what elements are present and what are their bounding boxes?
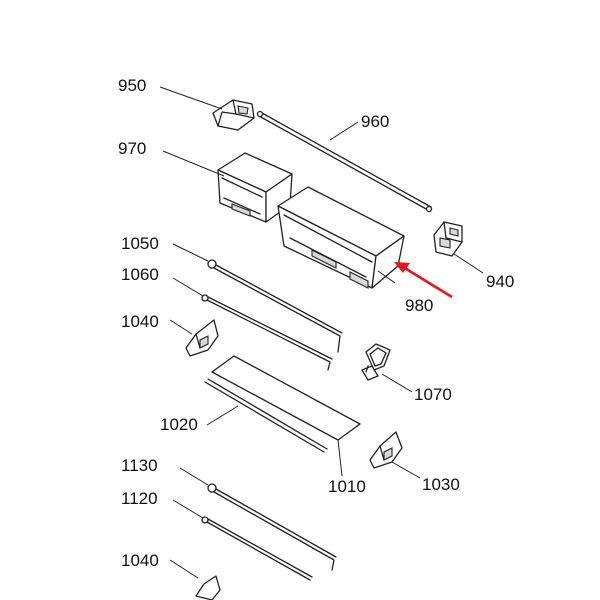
highlight-arrow-980 [394, 262, 453, 299]
leader-950 [159, 86, 223, 110]
part-1020-rod [204, 378, 328, 453]
label-1070: 1070 [414, 385, 452, 404]
leader-970 [162, 150, 225, 177]
leader-1060 [172, 277, 204, 297]
part-1120-wire [201, 516, 313, 581]
leader-1070 [381, 373, 413, 393]
part-1130-wire [207, 483, 337, 571]
label-980: 980 [405, 296, 433, 315]
label-1010: 1010 [328, 477, 366, 496]
part-980-large-box [277, 186, 405, 289]
part-1030-bracket [369, 431, 403, 469]
label-970: 970 [118, 139, 146, 158]
leader-1020 [206, 405, 239, 426]
leader-1010 [337, 439, 343, 477]
label-1130: 1130 [121, 456, 158, 475]
label-960: 960 [361, 112, 389, 131]
leader-1040b [169, 559, 199, 579]
label-1060: 1060 [121, 265, 159, 284]
label-1030: 1030 [422, 475, 460, 494]
label-1040b: 1040 [121, 551, 159, 570]
part-960-rod [256, 110, 433, 213]
label-1050: 1050 [121, 234, 159, 253]
leader-1120 [172, 499, 204, 519]
label-940: 940 [486, 272, 514, 291]
label-950: 950 [118, 76, 146, 95]
leader-1030 [391, 461, 421, 479]
part-1070-handle [361, 343, 391, 381]
leader-1130 [179, 467, 209, 486]
part-1050-wire [207, 259, 343, 353]
part-950-clip [212, 99, 255, 131]
label-1040a: 1040 [121, 312, 159, 331]
part-1040-bracket-upper [185, 319, 219, 357]
leader-1040a [169, 319, 193, 335]
leader-980 [377, 270, 396, 284]
label-1120: 1120 [121, 489, 158, 508]
part-1010-shelf-plate [211, 355, 361, 441]
leader-940 [453, 253, 484, 274]
label-1020: 1020 [160, 415, 198, 434]
part-940-clip [433, 221, 463, 257]
part-1040-bracket-lower [195, 575, 221, 600]
leader-960 [329, 121, 359, 141]
leader-1050 [172, 243, 209, 262]
part-1060-wire [201, 294, 333, 371]
